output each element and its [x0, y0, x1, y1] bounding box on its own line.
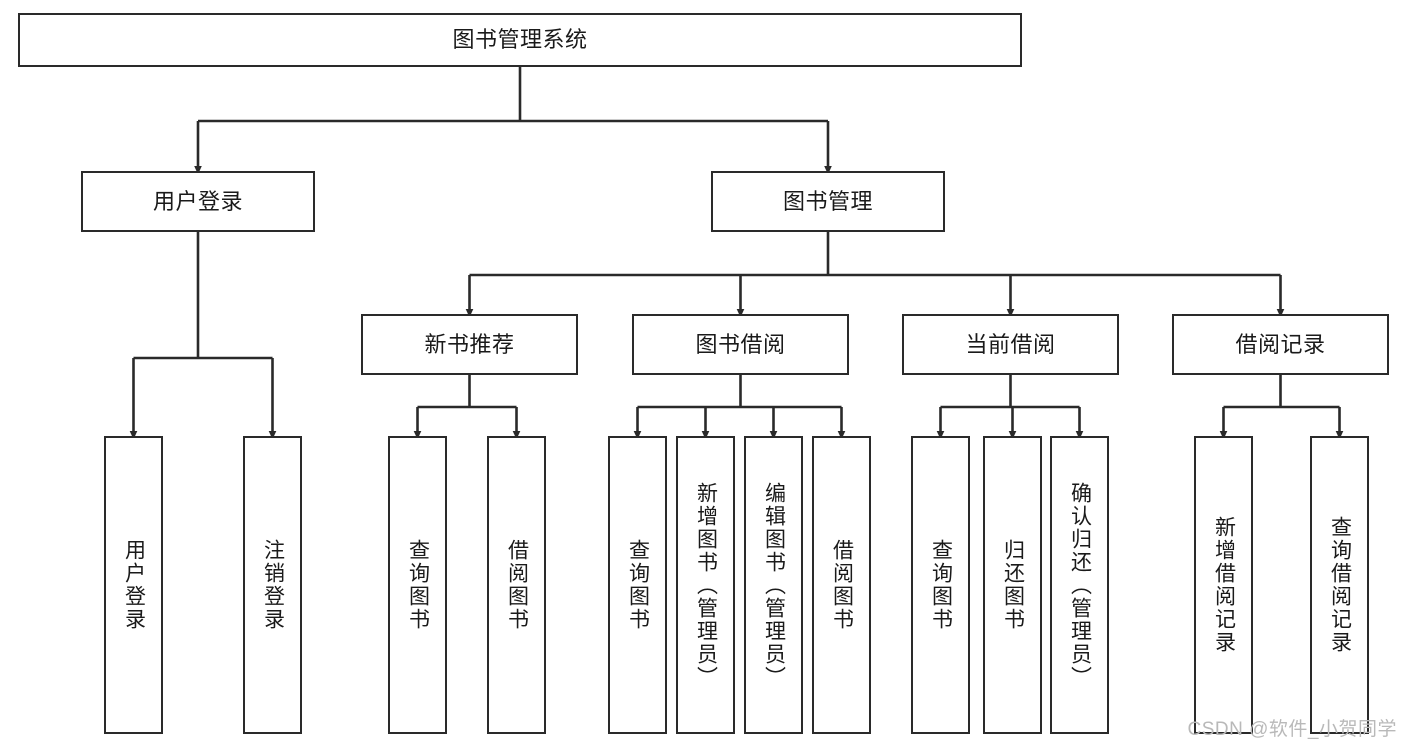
node-current-borrow: 当前借阅	[902, 314, 1119, 375]
node-leaf-rec-borrow: 借阅图书	[487, 436, 546, 734]
node-label: 图书管理系统	[452, 27, 588, 53]
node-book-borrow: 图书借阅	[632, 314, 849, 375]
node-leaf-cur-return: 归还图书	[983, 436, 1042, 734]
node-leaf-borrow-lend: 借阅图书	[812, 436, 871, 734]
node-leaf-borrow-query: 查询图书	[608, 436, 667, 734]
node-label: 注销登录	[261, 539, 285, 631]
node-label: 图书管理	[782, 188, 873, 214]
node-leaf-record-query: 查询借阅记录	[1310, 436, 1369, 734]
node-label: 归还图书	[1001, 539, 1025, 631]
node-label: 编辑图书（管理员）	[762, 481, 786, 689]
node-leaf-rec-query: 查询图书	[388, 436, 447, 734]
node-label: 用户登录	[122, 539, 146, 631]
node-label: 借阅图书	[505, 539, 529, 631]
node-new-book-rec: 新书推荐	[361, 314, 578, 375]
node-label: 图书借阅	[695, 331, 786, 357]
node-label: 查询图书	[406, 539, 430, 631]
node-leaf-borrow-edit: 编辑图书（管理员）	[744, 436, 803, 734]
node-leaf-cur-query: 查询图书	[911, 436, 970, 734]
node-borrow-record: 借阅记录	[1172, 314, 1389, 375]
node-label: 当前借阅	[965, 331, 1056, 357]
node-leaf-cur-confirm: 确认归还（管理员）	[1050, 436, 1109, 734]
csdn-watermark: CSDN @软件_小贺同学	[1187, 719, 1397, 740]
node-label: 查询借阅记录	[1328, 516, 1352, 654]
node-root: 图书管理系统	[18, 13, 1022, 67]
node-label: 查询图书	[626, 539, 650, 631]
node-book-manage: 图书管理	[711, 171, 945, 232]
node-label: 查询图书	[929, 539, 953, 631]
node-label: 用户登录	[152, 188, 243, 214]
node-leaf-user-logout: 注销登录	[243, 436, 302, 734]
node-label: 新增图书（管理员）	[694, 481, 718, 689]
node-leaf-record-add: 新增借阅记录	[1194, 436, 1253, 734]
node-label: 借阅图书	[830, 539, 854, 631]
node-leaf-borrow-add: 新增图书（管理员）	[676, 436, 735, 734]
node-leaf-user-login: 用户登录	[104, 436, 163, 734]
node-user-login: 用户登录	[81, 171, 315, 232]
node-label: 新增借阅记录	[1212, 516, 1236, 654]
node-label: 借阅记录	[1235, 331, 1326, 357]
node-label: 新书推荐	[424, 331, 515, 357]
node-label: 确认归还（管理员）	[1068, 481, 1092, 689]
